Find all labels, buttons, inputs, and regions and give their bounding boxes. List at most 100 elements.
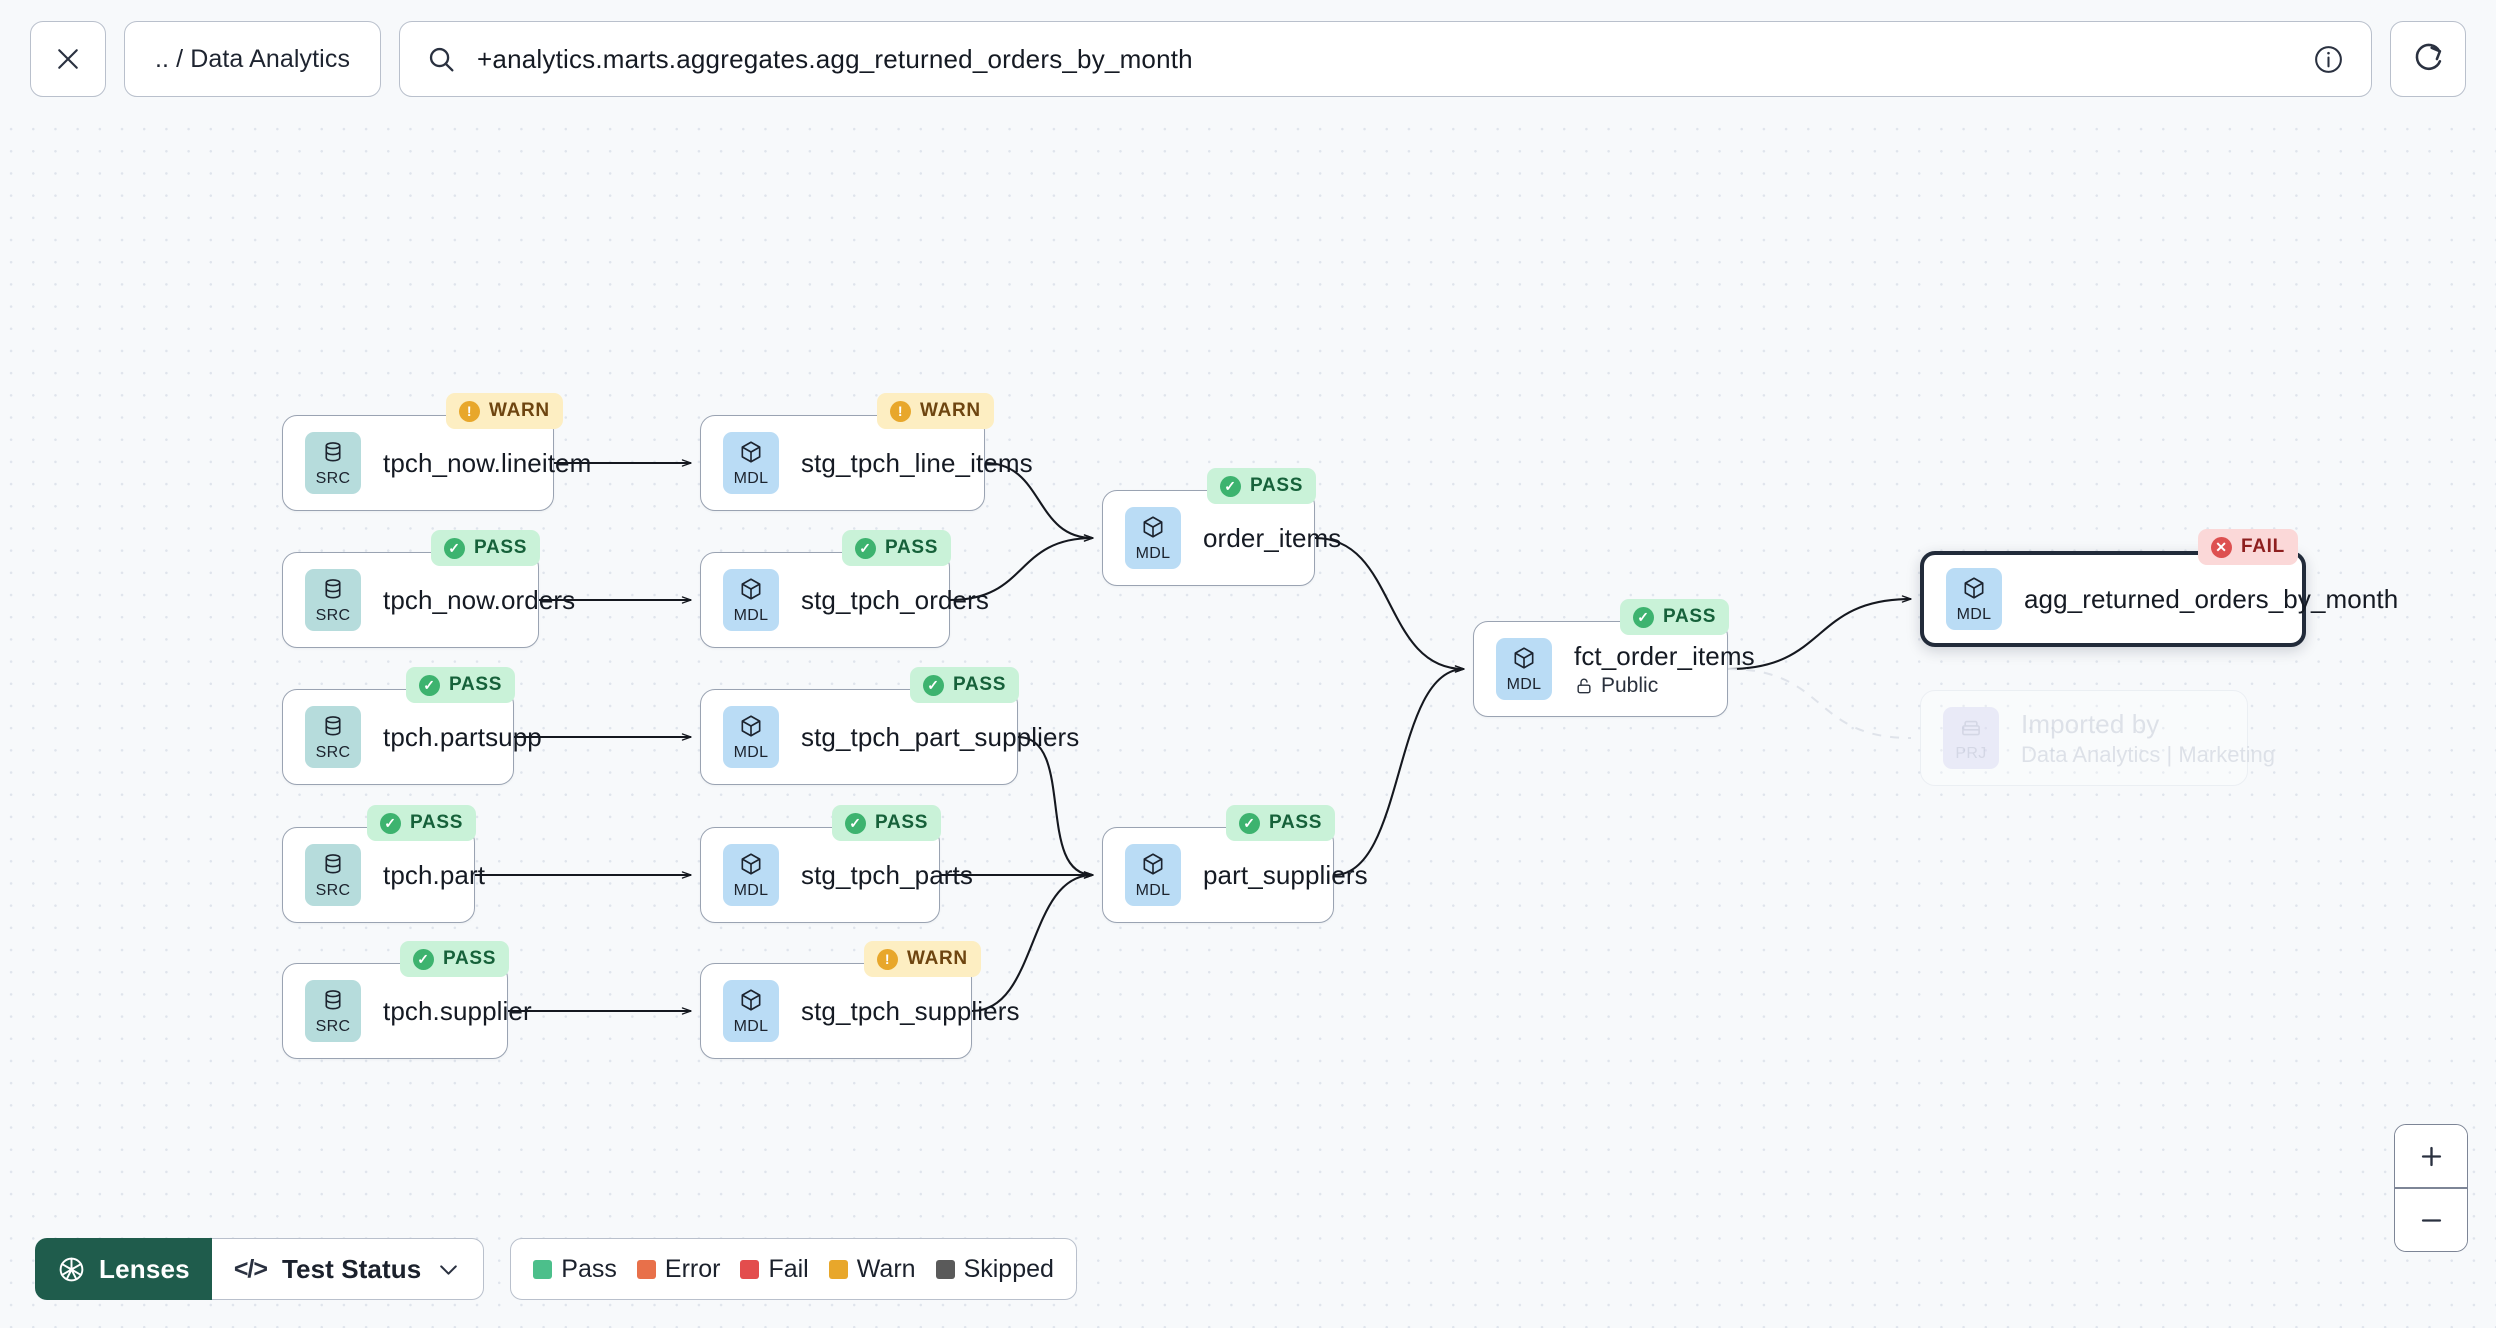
close-icon	[53, 44, 83, 74]
unlock-icon	[1574, 676, 1594, 696]
node-type-label: MDL	[733, 882, 769, 899]
close-button[interactable]	[30, 21, 106, 97]
node-type-label: SRC	[315, 1018, 351, 1035]
status-badge-pass[interactable]: ✓PASS	[431, 530, 541, 566]
status-badge-pass[interactable]: ✓PASS	[406, 667, 516, 703]
status-badge-label: PASS	[1269, 812, 1323, 833]
node-text-block: tpch.part	[383, 860, 511, 891]
node-type-label: MDL	[733, 1018, 769, 1035]
status-badge-pass[interactable]: ✓PASS	[832, 805, 942, 841]
status-badge-label: PASS	[449, 674, 503, 695]
search-input[interactable]: +analytics.marts.aggregates.agg_returned…	[399, 21, 2372, 97]
node-type-label: PRJ	[1955, 745, 1987, 762]
cube-icon	[738, 439, 764, 470]
mdl-type-badge: MDL	[1946, 568, 2002, 630]
graph-node-tpch_supplier[interactable]: SRC tpch.supplier	[282, 963, 532, 1059]
pass-status-icon: ✓	[855, 537, 876, 559]
node-type-label: MDL	[733, 744, 769, 761]
node-title: stg_tpch_suppliers	[801, 995, 1020, 1026]
legend-label: Warn	[856, 1254, 916, 1283]
test-status-label: Test Status	[281, 1253, 422, 1284]
mdl-type-badge: MDL	[723, 980, 779, 1042]
breadcrumb-label: .. / Data Analytics	[155, 44, 351, 73]
node-subtitle-label: Public	[1601, 673, 1659, 697]
status-badge-warn[interactable]: !WARN	[864, 941, 981, 977]
graph-node-stg_tpch_suppliers[interactable]: MDL stg_tpch_suppliers	[700, 963, 1020, 1059]
node-text-block: stg_tpch_part_suppliers	[801, 722, 1105, 753]
status-badge-pass[interactable]: ✓PASS	[910, 667, 1020, 703]
src-type-badge: SRC	[305, 569, 361, 631]
status-badge-pass[interactable]: ✓PASS	[1620, 599, 1730, 635]
node-title: Imported by	[2021, 708, 2160, 739]
zoom-out-button[interactable]	[2395, 1189, 2467, 1251]
status-badge-label: PASS	[875, 812, 929, 833]
legend-item-pass[interactable]: Pass	[533, 1255, 617, 1284]
plus-icon	[2418, 1143, 2445, 1170]
src-type-badge: SRC	[305, 706, 361, 768]
zoom-in-button[interactable]	[2395, 1125, 2467, 1188]
node-title: tpch_now.lineitem	[383, 447, 592, 478]
search-icon	[426, 44, 457, 75]
status-badge-fail[interactable]: ✕FAIL	[2198, 529, 2298, 565]
test-status-dropdown[interactable]: </> Test Status	[211, 1238, 485, 1300]
legend-item-skipped[interactable]: Skipped	[935, 1254, 1054, 1284]
src-type-badge: SRC	[305, 844, 361, 906]
mdl-type-badge: MDL	[723, 706, 779, 768]
status-badge-pass[interactable]: ✓PASS	[1207, 468, 1317, 504]
legend-item-fail[interactable]: Fail	[740, 1254, 809, 1284]
code-icon: </>	[233, 1254, 268, 1283]
legend-swatch-warn	[828, 1259, 848, 1279]
pass-status-icon: ✓	[380, 812, 401, 834]
mdl-type-badge: MDL	[723, 432, 779, 494]
status-badge-pass[interactable]: ✓PASS	[367, 805, 477, 841]
node-text-block: stg_tpch_orders	[801, 585, 1015, 616]
status-badge-pass[interactable]: ✓ PASS	[842, 530, 952, 566]
bottom-toolbar: Lenses </> Test Status Pass Error Fail Warn…	[35, 1238, 1077, 1300]
node-type-label: SRC	[315, 744, 351, 761]
database-icon	[320, 851, 346, 882]
mdl-type-badge: MDL	[1125, 507, 1181, 569]
cube-icon	[1511, 645, 1537, 676]
legend-label: Skipped	[963, 1254, 1054, 1283]
refresh-icon	[2411, 42, 2445, 76]
breadcrumb[interactable]: .. / Data Analytics	[124, 21, 382, 97]
legend-swatch-pass	[533, 1259, 553, 1279]
edge-order_items-to-fct_order_items	[1314, 536, 1465, 673]
node-title: part_suppliers	[1203, 859, 1368, 890]
node-title: tpch.supplier	[383, 995, 532, 1026]
cube-icon	[738, 851, 764, 882]
lenses-button[interactable]: Lenses	[35, 1238, 212, 1300]
status-badge-label: FAIL	[2241, 536, 2285, 557]
pass-status-icon: ✓	[1239, 812, 1260, 834]
legend-label: Fail	[768, 1254, 809, 1283]
info-icon[interactable]	[2312, 43, 2345, 76]
edge-stg_tpch_part_suppliers-to-part_suppliers	[1017, 735, 1094, 879]
status-badge-label: WARN	[489, 400, 550, 421]
status-badge-warn[interactable]: !WARN	[877, 393, 994, 429]
zoom-controls	[2394, 1124, 2468, 1252]
status-badge-warn[interactable]: ! WARN	[446, 393, 563, 429]
legend-item-error[interactable]: Error	[636, 1255, 720, 1284]
status-badge-label: WARN	[907, 948, 968, 969]
status-badge-label: PASS	[1250, 475, 1304, 496]
status-badge-pass[interactable]: ✓PASS	[400, 941, 510, 977]
warn-status-icon: !	[459, 400, 480, 422]
status-badge-pass[interactable]: ✓ PASS	[1226, 805, 1336, 841]
project-icon	[1958, 714, 1984, 745]
legend-item-warn[interactable]: Warn	[828, 1254, 916, 1284]
refresh-button[interactable]	[2390, 21, 2466, 97]
status-badge-label: PASS	[885, 537, 939, 558]
